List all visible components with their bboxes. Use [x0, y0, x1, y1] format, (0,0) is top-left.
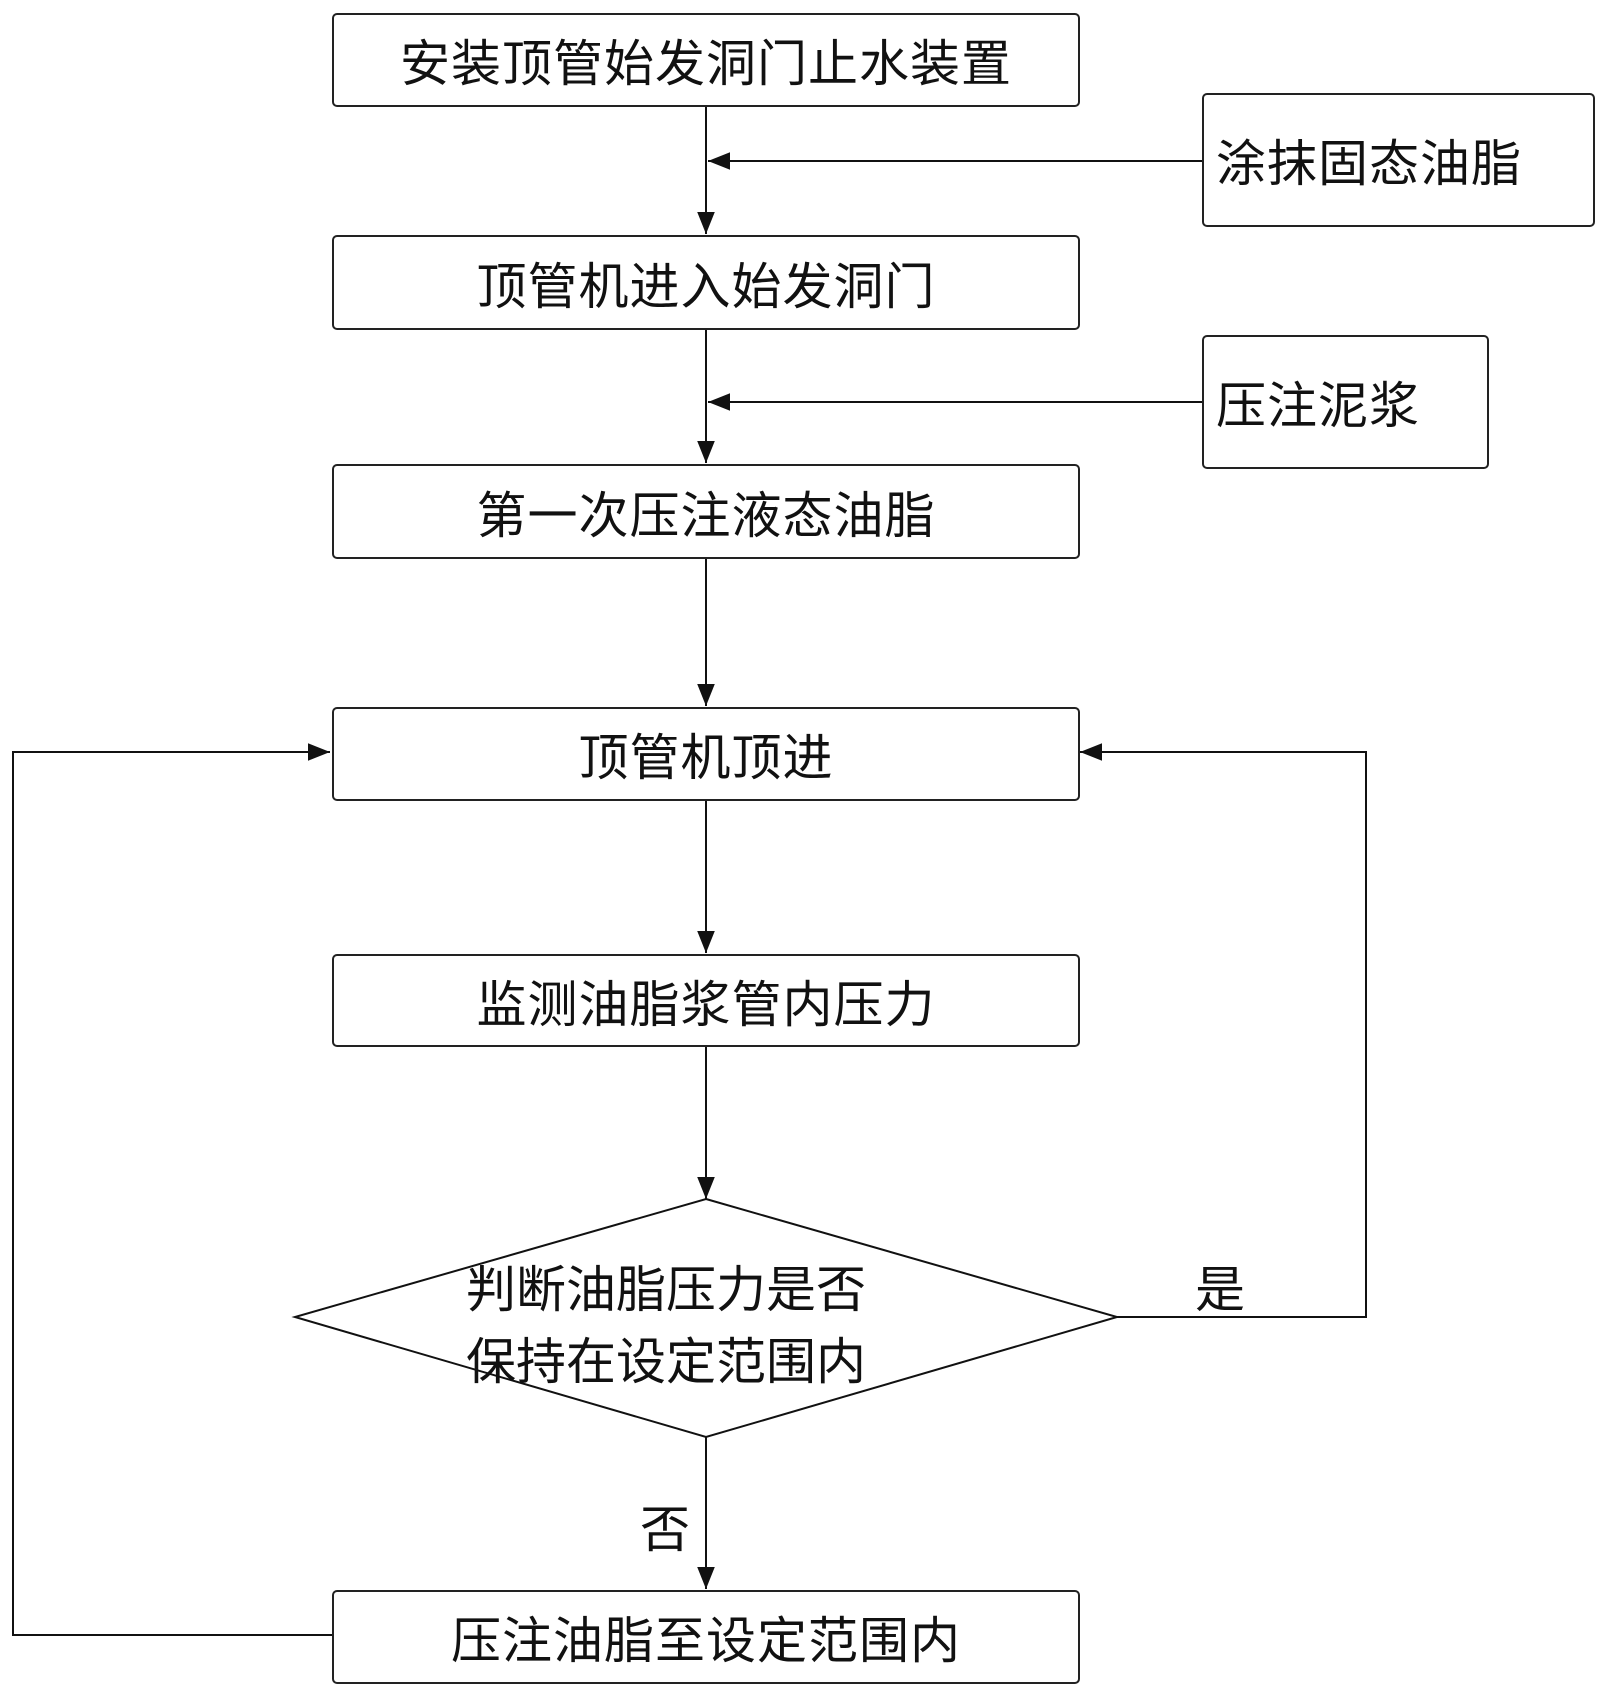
- step-jacking: 顶管机顶进: [332, 707, 1080, 801]
- decision-diamond: [291, 1197, 1121, 1439]
- step-first-grease: 第一次压注液态油脂: [332, 464, 1080, 559]
- arrow-decision-yes-loop: [1080, 743, 1367, 1318]
- step-monitor: 监测油脂浆管内压力: [332, 954, 1080, 1047]
- input-mud: 压注泥浆: [1202, 335, 1489, 469]
- step-install-seal: 安装顶管始发洞门止水装置: [332, 13, 1080, 107]
- arrow-return-loop: [12, 743, 332, 1636]
- step-machine-enter: 顶管机进入始发洞门: [332, 235, 1080, 330]
- decision-text-line2: 保持在设定范围内: [466, 1333, 866, 1391]
- input-solid-grease: 涂抹固态油脂: [1202, 93, 1595, 227]
- step-inject-to-range: 压注油脂至设定范围内: [332, 1590, 1080, 1684]
- no-label: 否: [640, 1501, 690, 1559]
- yes-label: 是: [1195, 1261, 1245, 1319]
- decision-text-line1: 判断油脂压力是否: [466, 1261, 866, 1319]
